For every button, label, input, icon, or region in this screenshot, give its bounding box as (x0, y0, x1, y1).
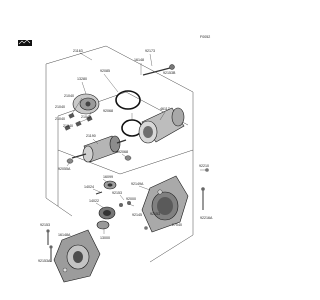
part-labels: F0052 21163 92173 16148 92085 13280 9215… (38, 35, 213, 263)
part-label: 92068 (118, 150, 128, 154)
gear-case-part (53, 229, 101, 283)
end-cover-part (72, 93, 100, 115)
diagram-canvas: F0052 21163 92173 16148 92085 13280 9215… (18, 35, 213, 283)
o-ring-upper (115, 90, 141, 110)
part-label: 27040 (172, 223, 182, 227)
assembly-frame (45, 45, 194, 263)
part-label: 92173 (145, 49, 155, 53)
part-label: 16099 (103, 175, 113, 179)
part-label: 21190 (86, 134, 96, 138)
part-label: 21040 (64, 94, 74, 98)
part-label: 92149A (131, 182, 144, 186)
washer-right (124, 155, 132, 161)
front-housing-part (141, 175, 189, 233)
part-label: 16148 (134, 58, 144, 62)
part-label: 21040 (55, 117, 65, 121)
part-label: 92216A (200, 216, 213, 220)
part-label: 16148A (58, 233, 71, 237)
part-label: 21163 (73, 49, 83, 53)
part-label: 46117 (160, 107, 170, 111)
part-label: 21040 (63, 124, 73, 128)
manufacturer-logo (18, 39, 32, 46)
armature-part (71, 135, 127, 163)
part-label: 92210 (199, 164, 209, 168)
part-label: 21040 (55, 105, 65, 109)
part-label: 21040 (81, 115, 91, 119)
part-label: 92068 (103, 109, 113, 113)
through-bolt-part (142, 64, 175, 76)
part-label: 92153 (112, 191, 122, 195)
pinion-clutch-part (96, 206, 116, 230)
part-label: 14022 (89, 199, 99, 203)
gear-set-part (95, 180, 131, 207)
part-label: 13280 (77, 77, 87, 81)
yoke-assembly-part (138, 107, 185, 144)
exploded-parts-diagram: F0052 21163 92173 16148 92085 13280 9215… (18, 35, 213, 283)
part-label: 92153 (40, 223, 50, 227)
page-code-label: F0052 (200, 35, 210, 39)
part-label: 92153B (163, 71, 176, 75)
part-label: 92145 (132, 213, 142, 217)
part-label: 92153A (38, 259, 51, 263)
leader-lines (66, 52, 206, 234)
part-label: 13000 (100, 236, 110, 240)
washer-left (66, 158, 74, 164)
part-label: 92000 (126, 197, 136, 201)
part-label: 14024 (84, 185, 94, 189)
part-label: 92055A (58, 167, 71, 171)
part-label: 92085 (100, 69, 110, 73)
part-label: 92153 (150, 212, 160, 216)
brush-set (64, 112, 93, 131)
screw-set (46, 168, 209, 262)
